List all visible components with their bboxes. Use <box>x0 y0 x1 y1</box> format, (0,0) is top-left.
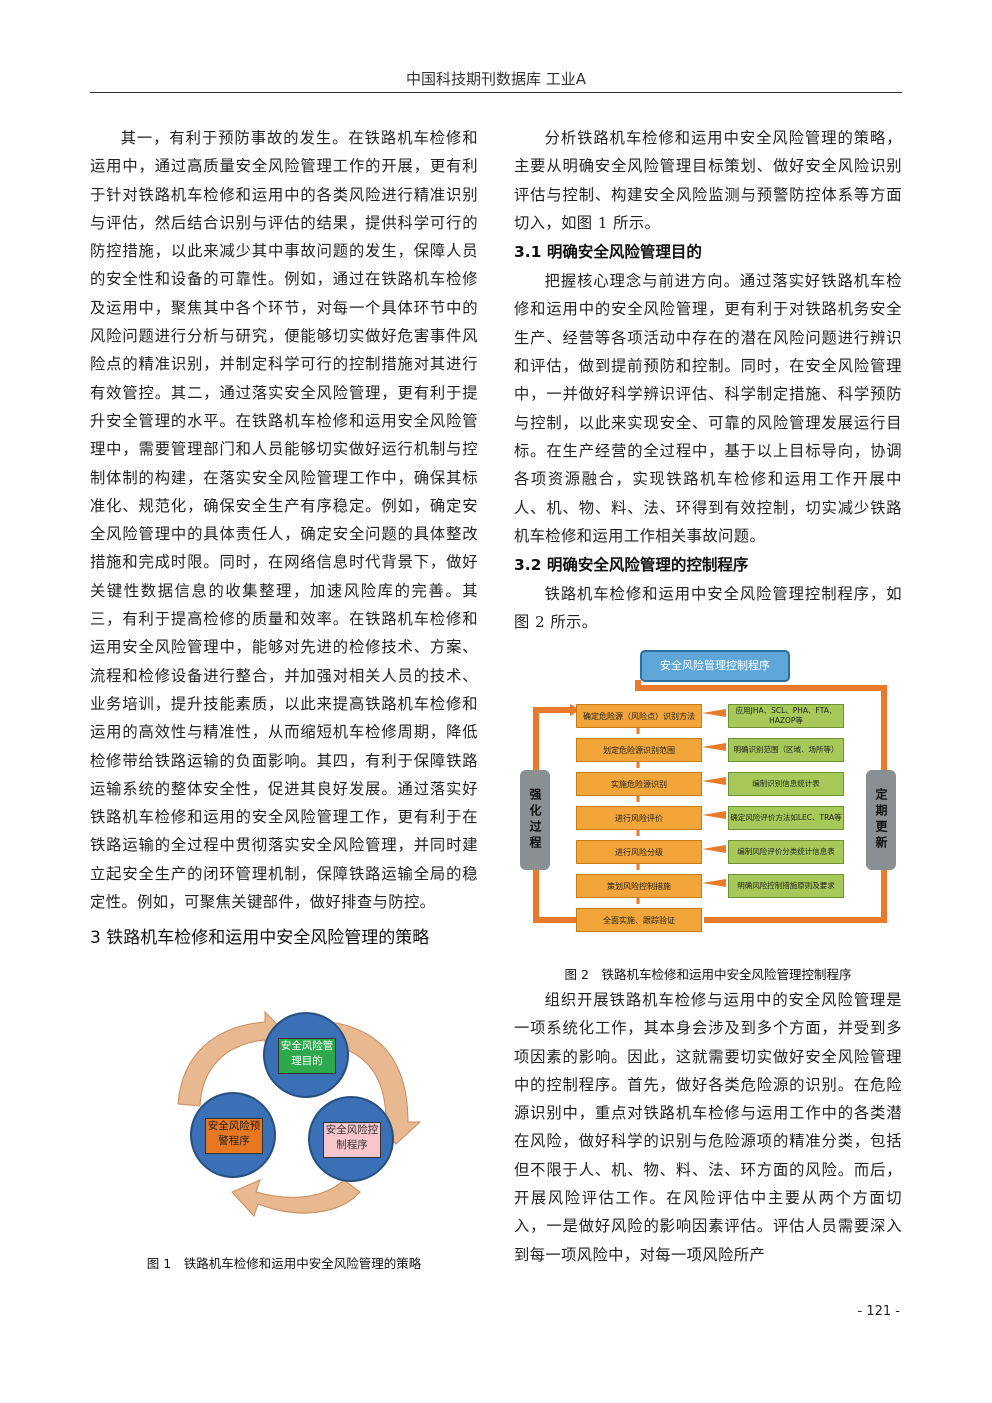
body-paragraph: 其一，有利于预防事故的发生。在铁路机车检修和运用中，通过高质量安全风险管理工作的… <box>90 129 478 912</box>
side-box-update: 定期更新 <box>866 770 896 870</box>
flow-step: 进行风险分级 <box>576 840 702 864</box>
flow-step: 确定危险源（风险点）识别方法 <box>576 704 702 728</box>
flow-input: 确定风险评价方法如LEC、TRA等 <box>728 806 844 830</box>
flow-step: 实施危险源识别 <box>576 772 702 796</box>
node-control-procedure: 安全风险控制程序 <box>308 1096 394 1182</box>
flowchart-title: 安全风险管理控制程序 <box>640 650 790 682</box>
side-box-strengthen: 强化过程 <box>520 770 550 870</box>
flow-step: 划定危险源识别范围 <box>576 738 702 762</box>
node-label: 安全风险预警程序 <box>205 1118 263 1154</box>
body-paragraph: 组织开展铁路机车检修与运用中的安全风险管理是一项系统化工作，其本身会涉及到多个方… <box>514 991 902 1264</box>
body-paragraph: 铁路机车检修和运用中安全风险管理控制程序，如图 2 所示。 <box>514 585 902 632</box>
right-column: 分析铁路机车检修和运用中安全风险管理的策略，主要从明确安全风险管理目标策划、做好… <box>514 124 902 637</box>
flow-step: 全面实施、跟踪验证 <box>576 908 702 932</box>
flow-input: 明确风险控制措施原则及要求 <box>728 874 844 898</box>
section-heading: 3 铁路机车检修和运用中安全风险管理的策略 <box>90 928 430 949</box>
node-warning-procedure: 安全风险预警程序 <box>190 1092 276 1178</box>
figure-2-caption: 图 2 铁路机车检修和运用中安全风险管理控制程序 <box>564 967 852 982</box>
flow-input: 编制识别信息统计表 <box>728 772 844 796</box>
node-label: 安全风险管理目的 <box>278 1038 336 1074</box>
figure-2-flowchart: 安全风险管理控制程序 强化过程 定期更新 确定危险源（风险点）识别方法 划定危险… <box>514 648 902 948</box>
flow-input: 编制风险评价分类统计信息表 <box>728 840 844 864</box>
flow-step: 策划风险控制措施 <box>576 874 702 898</box>
node-management-purpose: 安全风险管理目的 <box>263 1012 349 1098</box>
figure-1-caption: 图 1 铁路机车检修和运用中安全风险管理的策略 <box>146 1256 422 1271</box>
body-paragraph: 分析铁路机车检修和运用中安全风险管理的策略，主要从明确安全风险管理目标策划、做好… <box>514 129 902 232</box>
left-column: 其一，有利于预防事故的发生。在铁路机车检修和运用中，通过高质量安全风险管理工作的… <box>90 124 478 952</box>
page-header: 中国科技期刊数据库 工业A <box>90 66 902 93</box>
flow-input: 明确识别范围（区域、场所等） <box>728 738 844 762</box>
flow-step: 进行风险评价 <box>576 806 702 830</box>
flowchart-loop-arrows <box>533 680 887 923</box>
flow-input: 应用JHA、SCL、PHA、FTA、HAZOP等 <box>728 704 844 728</box>
page-number: - 121 - <box>857 1304 900 1319</box>
body-paragraph: 把握核心理念与前进方向。通过落实好铁路机车检修和运用中的安全风险管理，更有利于对… <box>514 272 902 545</box>
right-column-continued: 组织开展铁路机车检修与运用中的安全风险管理是一项系统化工作，其本身会涉及到多个方… <box>514 986 902 1269</box>
figure-1-cycle-diagram: 安全风险管理目的 安全风险控制程序 安全风险预警程序 <box>90 1004 478 1224</box>
subsection-heading: 3.1 明确安全风险管理目的 <box>514 243 702 262</box>
node-label: 安全风险控制程序 <box>323 1122 381 1158</box>
subsection-heading: 3.2 明确安全风险管理的控制程序 <box>514 556 749 575</box>
